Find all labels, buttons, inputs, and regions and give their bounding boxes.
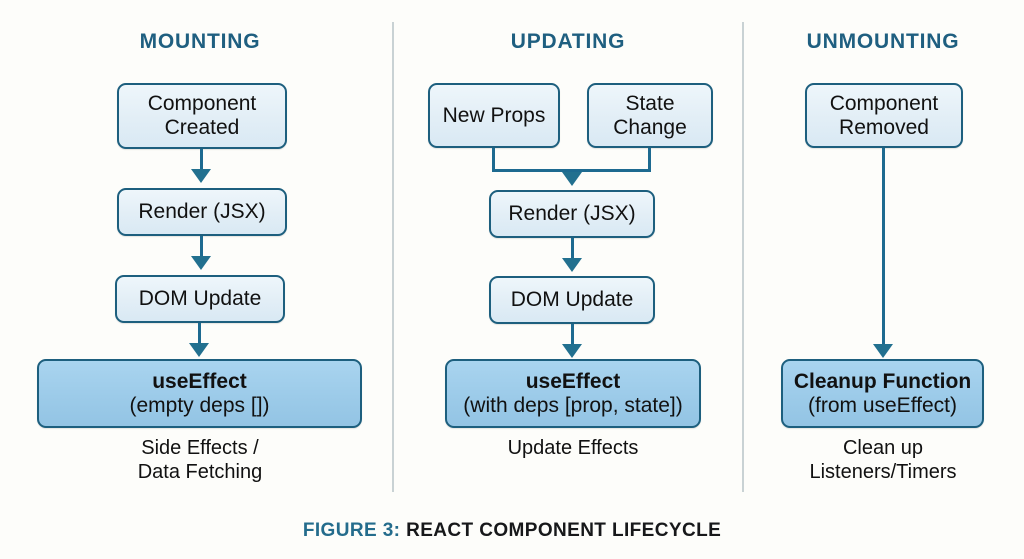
node-cleanup-function[interactable]: Cleanup Function (from useEffect) (781, 359, 984, 428)
arrow-stem-render-to-dom-update (571, 238, 574, 260)
column-heading-updating: UPDATING (510, 30, 626, 53)
node-component-created[interactable]: Component Created (117, 83, 287, 149)
arrow-stem-state-change-down (648, 148, 651, 172)
node-line-1: DOM Update (138, 287, 262, 311)
arrow-stem-removed-to-cleanup (882, 148, 885, 344)
arrow-head-dom-to-useeffect-update (562, 344, 582, 358)
arrow-head-render-to-dom-update (562, 258, 582, 272)
node-dom-update-updating[interactable]: DOM Update (489, 276, 655, 324)
column-caption-mounting: Side Effects / Data Fetching (50, 436, 350, 484)
figure-caption: FIGURE 3: REACT COMPONENT LIFECYCLE (0, 520, 1024, 542)
node-line-2: Removed (839, 115, 929, 139)
node-line-1: useEffect (525, 369, 621, 393)
node-render-jsx[interactable]: Render (JSX) (117, 188, 287, 236)
caption-line-2: Data Fetching (137, 461, 263, 483)
node-line-1: Render (JSX) (138, 200, 266, 224)
column-divider-left (392, 22, 394, 492)
node-render-jsx-update[interactable]: Render (JSX) (489, 190, 655, 238)
node-dom-update[interactable]: DOM Update (115, 275, 285, 323)
node-line-1: DOM Update (510, 288, 634, 312)
node-line-1: Component (829, 91, 939, 115)
figure-number: FIGURE 3: (302, 520, 401, 541)
caption-line-1: Clean up (842, 437, 924, 459)
node-line-1: Cleanup Function (793, 369, 972, 393)
node-line-1: Render (JSX) (508, 202, 636, 226)
arrow-head-created-to-render (191, 169, 211, 183)
node-use-effect-mount[interactable]: useEffect (empty deps []) (37, 359, 362, 428)
node-component-removed[interactable]: Component Removed (805, 83, 963, 148)
node-use-effect-update[interactable]: useEffect (with deps [prop, state]) (445, 359, 701, 428)
node-line-2: Change (613, 115, 687, 139)
caption-line-1: Side Effects / (141, 437, 259, 459)
column-caption-unmounting: Clean up Listeners/Timers (733, 436, 1024, 484)
arrow-head-dom-to-useeffect (189, 343, 209, 357)
arrow-head-removed-to-cleanup (873, 344, 893, 358)
node-line-1: useEffect (152, 369, 247, 393)
arrow-head-merge-to-render (562, 172, 582, 186)
column-heading-unmounting: UNMOUNTING (806, 30, 960, 53)
node-new-props[interactable]: New Props (428, 83, 560, 148)
arrow-stem-dom-to-useeffect-update (571, 324, 574, 346)
caption-line-1: Update Effects (507, 437, 639, 459)
node-line-1: New Props (442, 103, 546, 127)
column-divider-right (742, 22, 744, 492)
column-heading-mounting: MOUNTING (139, 30, 261, 53)
column-caption-updating: Update Effects (423, 436, 723, 460)
node-line-2: Created (164, 116, 240, 139)
node-line-1: State (625, 91, 675, 115)
node-line-2: (from useEffect) (808, 393, 957, 417)
node-line-2: (empty deps []) (129, 393, 270, 417)
caption-line-2: Listeners/Timers (809, 461, 957, 483)
node-line-2: (with deps [prop, state]) (463, 393, 683, 417)
figure-title: REACT COMPONENT LIFECYCLE (406, 520, 722, 541)
arrow-stem-render-to-dom (200, 236, 203, 258)
node-state-change[interactable]: State Change (587, 83, 713, 148)
arrow-stem-created-to-render (200, 149, 203, 171)
arrow-head-render-to-dom (191, 256, 211, 270)
arrow-stem-dom-to-useeffect (198, 323, 201, 345)
node-line-1: Component (147, 92, 257, 116)
arrow-stem-new-props-down (492, 148, 495, 172)
